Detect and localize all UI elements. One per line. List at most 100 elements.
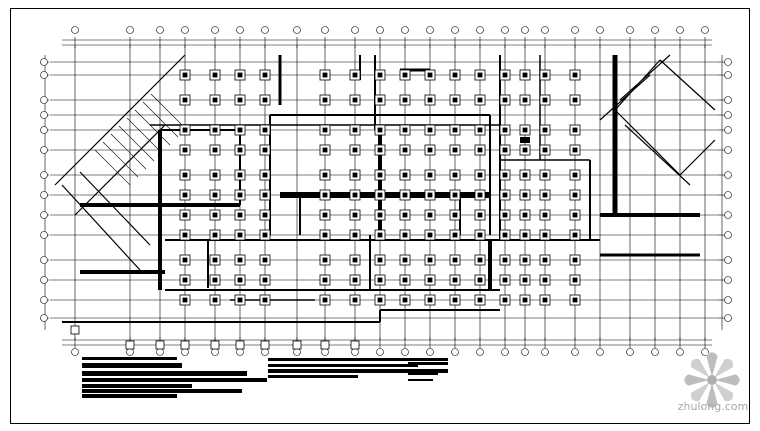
column-core: [377, 97, 383, 103]
axis-bubble-bottom: [321, 348, 329, 356]
axis-bubble-top: [71, 26, 79, 34]
diagonal-wall: [599, 74, 651, 121]
column-core: [572, 192, 578, 198]
column-core: [262, 172, 268, 178]
column-core: [522, 257, 528, 263]
column-core: [352, 277, 358, 283]
column-core: [542, 72, 548, 78]
axis-bubble-top: [451, 26, 459, 34]
column-core: [237, 297, 243, 303]
column-core: [322, 97, 328, 103]
column-core: [237, 257, 243, 263]
column-core: [182, 232, 188, 238]
column-core: [212, 192, 218, 198]
column-core: [572, 297, 578, 303]
logo-petal: [690, 380, 712, 402]
logo-petal: [712, 380, 734, 402]
column-footing: [350, 340, 360, 350]
column-core: [182, 277, 188, 283]
column-core: [502, 97, 508, 103]
column-core: [522, 127, 528, 133]
axis-bubble-bottom: [426, 348, 434, 356]
column-core: [572, 97, 578, 103]
column-core: [377, 297, 383, 303]
column-core: [477, 257, 483, 263]
axis-bubble-left: [40, 171, 48, 179]
axis-bubble-bottom: [451, 348, 459, 356]
axis-bubble-bottom: [521, 348, 529, 356]
column-footing: [125, 340, 135, 350]
column-core: [477, 147, 483, 153]
column-core: [572, 277, 578, 283]
column-core: [452, 72, 458, 78]
watermark-text: zhulong.com: [677, 400, 749, 413]
column-core: [402, 257, 408, 263]
note-line: [408, 379, 433, 381]
axis-bubble-top: [261, 26, 269, 34]
column-core: [212, 97, 218, 103]
logo-petal: [683, 373, 712, 387]
column-core: [402, 97, 408, 103]
diagonal-hatch: [126, 117, 163, 154]
axis-bubble-bottom: [626, 348, 634, 356]
column-core: [237, 147, 243, 153]
column-core: [352, 127, 358, 133]
diagonal-wall: [679, 139, 716, 176]
column-core: [262, 212, 268, 218]
diagonal-hatch: [142, 101, 179, 138]
column-core: [262, 97, 268, 103]
column-core: [262, 192, 268, 198]
column-core: [477, 172, 483, 178]
axis-bubble-left: [40, 191, 48, 199]
note-line: [82, 394, 177, 398]
diagonal-wall: [54, 89, 151, 186]
column-core: [452, 97, 458, 103]
axis-bubble-left: [40, 96, 48, 104]
axis-bubble-right: [724, 231, 732, 239]
column-core: [452, 232, 458, 238]
column-core: [542, 277, 548, 283]
column-core: [212, 212, 218, 218]
column-core: [522, 97, 528, 103]
column-core: [352, 232, 358, 238]
axis-bubble-top: [321, 26, 329, 34]
column-core: [237, 277, 243, 283]
column-core: [322, 72, 328, 78]
column-core: [427, 127, 433, 133]
axis-bubble-top: [651, 26, 659, 34]
column-core: [572, 147, 578, 153]
note-line: [82, 384, 192, 388]
axis-bubble-bottom: [71, 348, 79, 356]
column-core: [182, 192, 188, 198]
axis-bubble-left: [40, 71, 48, 79]
axis-bubble-left: [40, 211, 48, 219]
column-core: [402, 172, 408, 178]
column-core: [322, 257, 328, 263]
column-core: [452, 297, 458, 303]
column-core: [352, 172, 358, 178]
axis-bubble-bottom: [181, 348, 189, 356]
diagonal-wall: [619, 54, 671, 101]
column-core: [322, 297, 328, 303]
logo-petal: [712, 358, 734, 380]
axis-bubble-top: [181, 26, 189, 34]
column-core: [572, 212, 578, 218]
diagonal-hatch: [110, 133, 147, 170]
column-core: [322, 232, 328, 238]
axis-bubble-top: [376, 26, 384, 34]
axis-bubble-bottom: [293, 348, 301, 356]
axis-bubble-bottom: [701, 348, 709, 356]
column-core: [262, 147, 268, 153]
axis-bubbles: [40, 26, 732, 356]
column-core: [237, 192, 243, 198]
column-core: [212, 172, 218, 178]
axis-bubble-bottom: [676, 348, 684, 356]
note-line: [82, 389, 242, 393]
column-core: [427, 172, 433, 178]
column-core: [542, 212, 548, 218]
note-line: [82, 363, 182, 368]
column-core: [402, 212, 408, 218]
axis-bubble-right: [724, 314, 732, 322]
column-core: [377, 172, 383, 178]
column-core: [377, 72, 383, 78]
